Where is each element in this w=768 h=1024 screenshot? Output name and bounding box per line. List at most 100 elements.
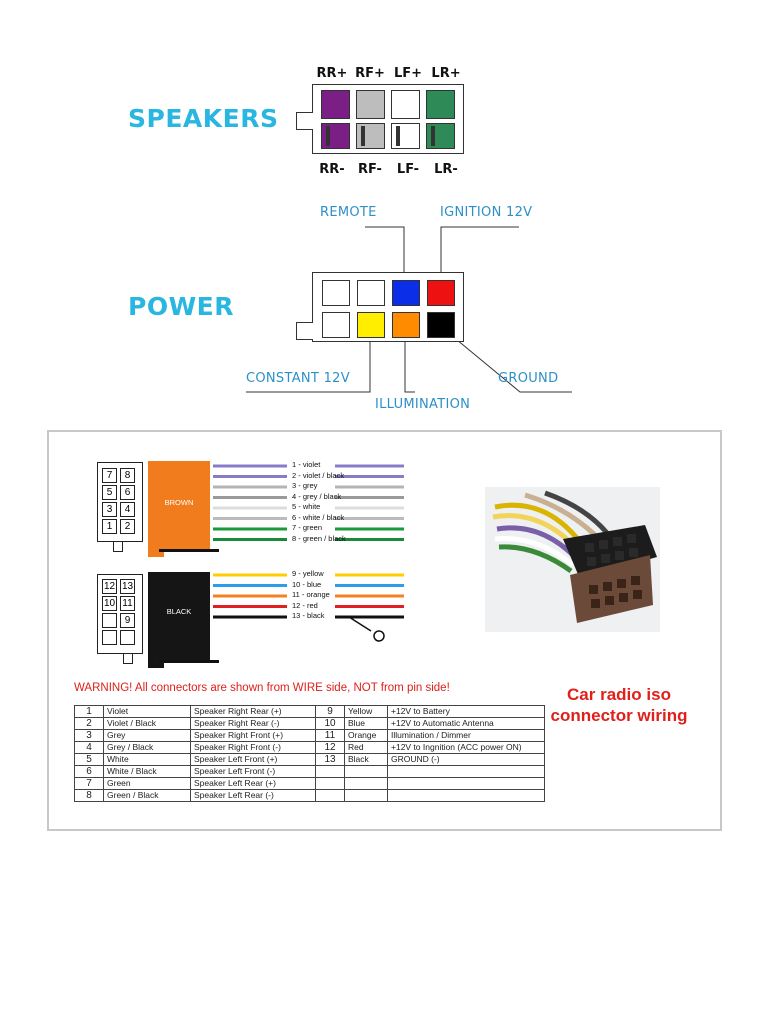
remote-line (365, 226, 405, 280)
brown-pin-diagram (97, 462, 143, 542)
black-pin-11: 11 (120, 596, 135, 611)
table-cell: Green (103, 777, 191, 790)
table-cell: 12 (315, 741, 345, 754)
brown-connector-label: BROWN (164, 498, 194, 507)
table-cell: 9 (315, 705, 345, 718)
table-cell (344, 789, 388, 802)
speaker-pin-lf-minus (391, 123, 420, 149)
table-cell: Blue (344, 717, 388, 730)
table-cell: Speaker Left Front (-) (190, 765, 316, 778)
power-callout-lines (246, 226, 572, 393)
brown-wire-label-6: 6 - white / black (292, 512, 345, 522)
table-cell: White / Black (103, 765, 191, 778)
brown-pin-tab (113, 542, 123, 552)
table-cell: Speaker Right Front (-) (190, 741, 316, 754)
speaker-label-lf-plus: LF+ (393, 66, 423, 81)
ground-terminal-wire (335, 616, 372, 632)
ground-label: GROUND (498, 371, 559, 386)
black-connector-label: BLACK (166, 607, 192, 616)
table-cell (344, 777, 388, 790)
black-pin-diagram (97, 574, 143, 654)
brown-pin-3: 3 (102, 502, 117, 517)
brown-pin-1: 1 (102, 519, 117, 534)
brown-wire-label-5: 5 - white (292, 502, 321, 511)
warning-text: WARNING! All connectors are shown from W… (74, 682, 450, 694)
speaker-pin-stripe (396, 126, 400, 146)
power-pin-bottom-3 (392, 312, 420, 338)
table-cell: +12V to Automatic Antenna (387, 717, 545, 730)
table-cell: 11 (315, 729, 345, 742)
speaker-label-lr-minus: LR- (434, 162, 458, 177)
brown-pin-4: 4 (120, 502, 135, 517)
black-pin-empty (102, 630, 117, 645)
brown-pin-8: 8 (120, 468, 135, 483)
table-cell: Illumination / Dimmer (387, 729, 545, 742)
black-pin-empty (102, 613, 117, 628)
table-cell: 7 (74, 777, 104, 790)
black-pin-tab (123, 654, 133, 664)
speaker-pin-lr-minus (426, 123, 455, 149)
brown-pin-7: 7 (102, 468, 117, 483)
speaker-pin-lr-plus (426, 90, 455, 119)
table-cell: Violet / Black (103, 717, 191, 730)
black-pin-10: 10 (102, 596, 117, 611)
brown-connector-lip (148, 547, 164, 557)
black-wire-label-1: 9 - yellow (292, 569, 324, 578)
speaker-pin-lf-plus (391, 90, 420, 119)
speaker-pin-stripe (361, 126, 365, 146)
ignition-line (440, 226, 519, 280)
table-cell: Red (344, 741, 388, 754)
table-cell: White (103, 753, 191, 766)
table-cell (387, 777, 545, 790)
ignition-label: IGNITION 12V (440, 205, 533, 220)
table-cell: Green / Black (103, 789, 191, 802)
power-pin-bottom-1 (322, 312, 350, 338)
black-wire-label-4: 12 - red (292, 600, 318, 610)
table-cell: +12V to Ingnition (ACC power ON) (387, 741, 545, 754)
table-cell: Speaker Right Front (+) (190, 729, 316, 742)
table-cell: Violet (103, 705, 191, 718)
table-cell: GROUND (-) (387, 753, 545, 766)
table-cell: 3 (74, 729, 104, 742)
connector-photo (485, 487, 660, 632)
speaker-pin-rf-minus (356, 123, 385, 149)
speaker-label-lr-plus: LR+ (431, 66, 461, 81)
power-connector-tab (296, 322, 313, 340)
speaker-label-rf-minus: RF- (358, 162, 382, 177)
speaker-connector-tab (296, 112, 313, 130)
brown-wire-label-8: 8 - green / black (292, 533, 346, 543)
brown-connector-base (159, 549, 219, 552)
brown-wire-label-4: 4 - grey / black (292, 491, 342, 501)
black-pin-12: 12 (102, 579, 117, 594)
black-connector-block (148, 572, 210, 660)
table-cell: Grey / Black (103, 741, 191, 754)
table-cell: 1 (74, 705, 104, 718)
black-wire-label-5: 13 - black (292, 611, 325, 620)
power-pin-top-4 (427, 280, 455, 306)
brown-wire-label-2: 2 - violet / black (292, 470, 345, 480)
iso-title-line2: connector wiring (550, 706, 688, 725)
table-cell: Yellow (344, 705, 388, 718)
wire-lines (213, 464, 404, 642)
power-pin-bottom-2 (357, 312, 385, 338)
table-cell: Speaker Left Rear (+) (190, 777, 316, 790)
speaker-pin-rf-plus (356, 90, 385, 119)
power-pin-bottom-4 (427, 312, 455, 338)
brown-pin-6: 6 (120, 485, 135, 500)
speaker-pin-rr-minus (321, 123, 350, 149)
table-cell (387, 789, 545, 802)
constant-line (246, 330, 371, 393)
illumination-line (404, 330, 415, 393)
table-cell (315, 765, 345, 778)
brown-connector-block (148, 461, 210, 549)
speaker-label-rr-minus: RR- (319, 162, 345, 177)
brown-pin-2: 2 (120, 519, 135, 534)
